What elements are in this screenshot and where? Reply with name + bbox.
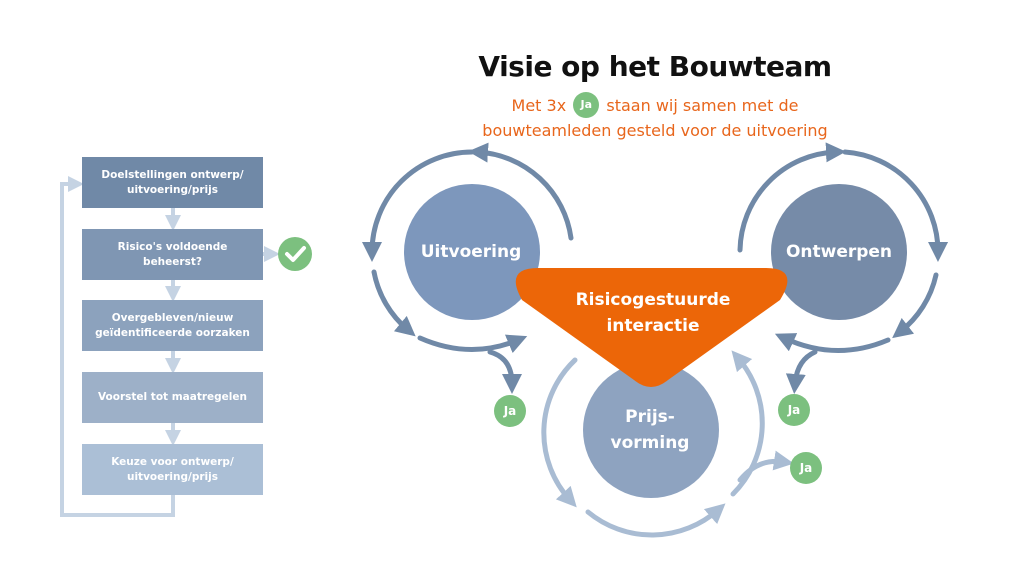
ontwerpen-cycle-arrows bbox=[737, 142, 949, 394]
uitvoering-cycle-arrows bbox=[362, 142, 574, 394]
flow-connectors bbox=[60, 176, 280, 517]
page-subtitle: Met 3x Ja staan wij samen met de bouwtea… bbox=[470, 91, 840, 143]
ontwerpen-label: Ontwerpen bbox=[785, 242, 893, 262]
flow-step-maatregelen: Voorstel tot maatregelen bbox=[82, 372, 263, 423]
subtitle-suffix: staan wij samen met de bouwteamleden ges… bbox=[482, 96, 828, 140]
risico-interactie-label: Risicogestuurde interactie bbox=[575, 290, 731, 336]
uitvoering-label: Uitvoering bbox=[420, 242, 522, 262]
ja-inline-badge: Ja bbox=[573, 91, 600, 118]
flow-step-risicos: Risico's voldoende beheerst? bbox=[82, 229, 263, 280]
prijsvorming-label: Prijs- vorming bbox=[610, 407, 690, 453]
flow-step-keuze: Keuze voor ontwerp/ uitvoering/prijs bbox=[82, 444, 263, 495]
uitvoering-circle bbox=[404, 184, 540, 320]
risico-interactie-shape bbox=[515, 268, 788, 387]
prijsvorming-circle bbox=[583, 362, 719, 498]
check-icon bbox=[278, 237, 312, 271]
prijsvorming-cycle-arrows bbox=[541, 350, 794, 538]
ja-badge-uitvoering: Ja bbox=[494, 395, 526, 427]
ja-badge-ontwerpen: Ja bbox=[778, 394, 810, 426]
flow-step-oorzaken: Overgebleven/nieuw geïdentificeerde oorz… bbox=[82, 300, 263, 351]
page-title: Visie op het Bouwteam bbox=[478, 50, 832, 83]
ontwerpen-circle bbox=[771, 184, 907, 320]
ja-badge-prijsvorming: Ja bbox=[790, 452, 822, 484]
subtitle-prefix: Met 3x bbox=[511, 96, 567, 115]
flow-step-doelstellingen: Doelstellingen ontwerp/ uitvoering/prijs bbox=[82, 157, 263, 208]
